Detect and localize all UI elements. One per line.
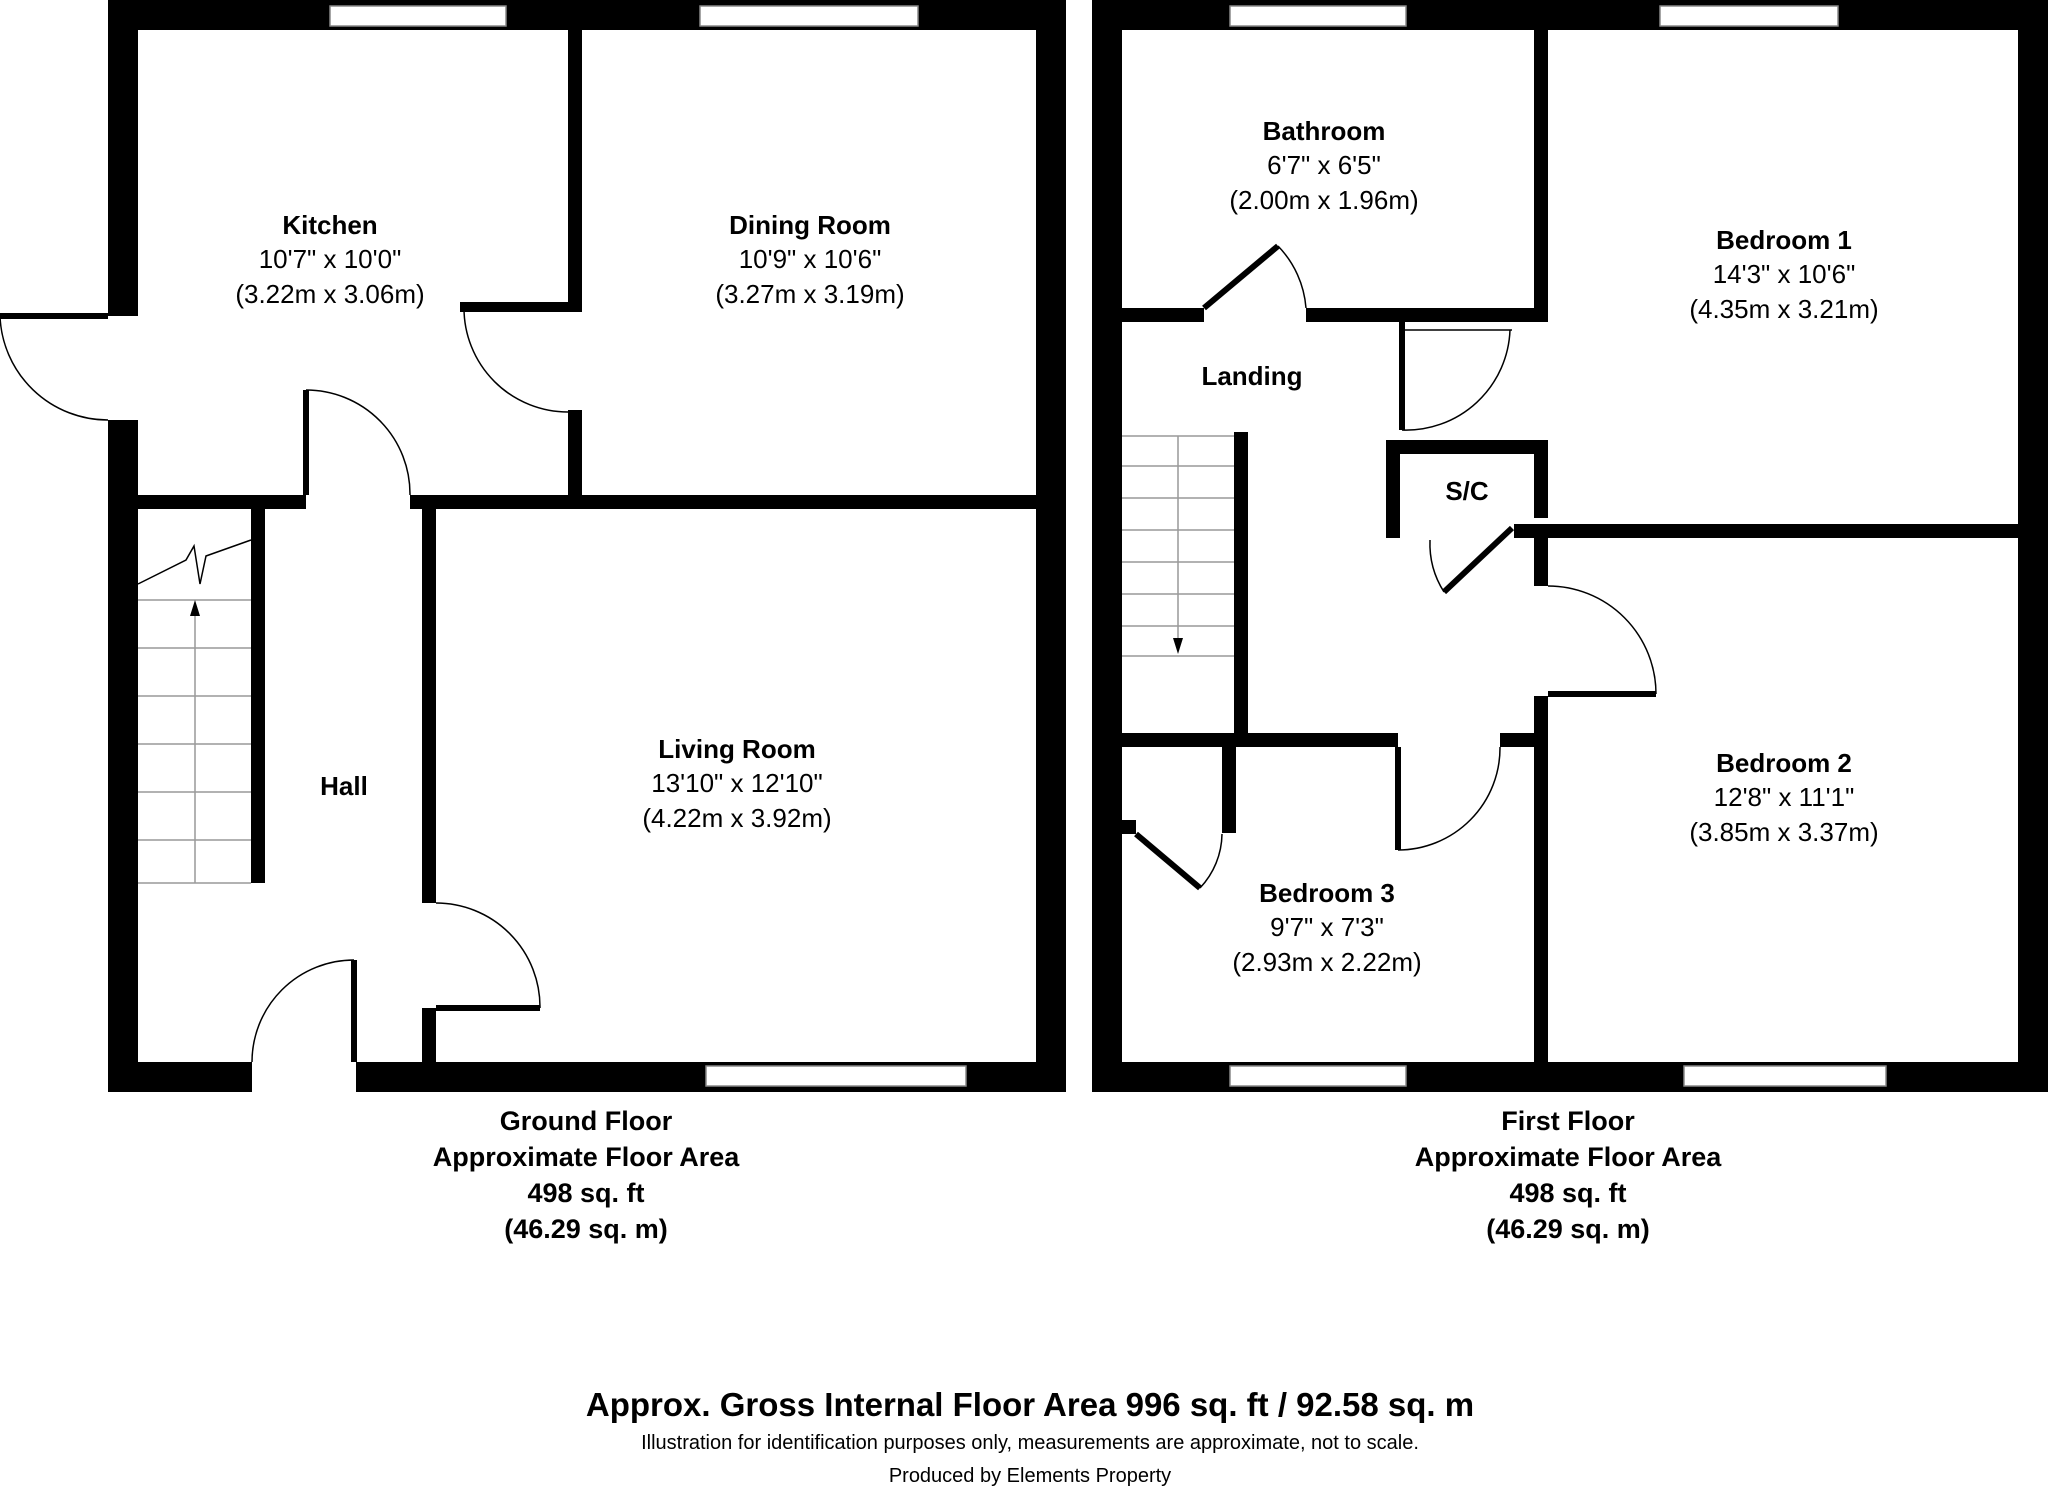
room-name: Dining Room (729, 210, 891, 240)
first-floor-stairs (1122, 435, 1234, 657)
first-floor-caption: First Floor Approximate Floor Area 498 s… (1415, 1106, 1723, 1244)
room-name: Landing (1201, 361, 1302, 391)
room-name: Bedroom 2 (1716, 748, 1852, 778)
room-dimensions-imperial: 10'7" x 10'0" (259, 244, 402, 274)
gross-floor-area: Approx. Gross Internal Floor Area 996 sq… (586, 1386, 1474, 1423)
room-name: S/C (1445, 476, 1489, 506)
disclaimer: Illustration for identification purposes… (641, 1432, 1419, 1454)
ground-floor-caption: Ground Floor Approximate Floor Area 498 … (433, 1106, 741, 1244)
room-dimensions-imperial: 6'7" x 6'5" (1267, 150, 1381, 180)
room-name: Kitchen (282, 210, 377, 240)
room-dimensions-imperial: 10'9" x 10'6" (739, 244, 882, 274)
living-room-label: Living Room 13'10" x 12'10" (4.22m x 3.9… (642, 734, 831, 833)
room-dimensions-imperial: 9'7" x 7'3" (1270, 912, 1384, 942)
room-name: Hall (320, 771, 368, 801)
hall-label: Hall (320, 771, 368, 801)
landing-label: Landing (1201, 361, 1302, 391)
first-floor-doors (1134, 243, 1657, 891)
room-name: Living Room (658, 734, 815, 764)
room-name: Bathroom (1263, 116, 1386, 146)
floor-subtitle: Approximate Floor Area (1415, 1142, 1723, 1172)
floor-area-imperial: 498 sq. ft (1509, 1178, 1626, 1208)
ground-floor-plan (0, 0, 1066, 1092)
floor-area-metric: (46.29 sq. m) (504, 1214, 668, 1244)
room-dimensions-metric: (2.93m x 2.22m) (1232, 947, 1421, 977)
floor-area-imperial: 498 sq. ft (527, 1178, 644, 1208)
room-name: Bedroom 1 (1716, 225, 1852, 255)
room-dimensions-metric: (4.22m x 3.92m) (642, 803, 831, 833)
floor-title: First Floor (1501, 1106, 1635, 1136)
kitchen-label: Kitchen 10'7" x 10'0" (3.22m x 3.06m) (235, 210, 424, 309)
first-floor-walls (1092, 0, 2048, 1092)
ground-floor-walls (108, 0, 1066, 1092)
room-dimensions-metric: (4.35m x 3.21m) (1689, 294, 1878, 324)
floor-title: Ground Floor (500, 1106, 673, 1136)
dining-room-label: Dining Room 10'9" x 10'6" (3.27m x 3.19m… (715, 210, 904, 309)
footer: Approx. Gross Internal Floor Area 996 sq… (586, 1386, 1474, 1487)
room-dimensions-metric: (3.27m x 3.19m) (715, 279, 904, 309)
store-cupboard-label: S/C (1445, 476, 1489, 506)
room-dimensions-imperial: 13'10" x 12'10" (651, 768, 823, 798)
room-dimensions-metric: (2.00m x 1.96m) (1229, 185, 1418, 215)
room-dimensions-metric: (3.85m x 3.37m) (1689, 817, 1878, 847)
bedroom-1-label: Bedroom 1 14'3" x 10'6" (4.35m x 3.21m) (1689, 225, 1878, 324)
bedroom-3-label: Bedroom 3 9'7" x 7'3" (2.93m x 2.22m) (1232, 878, 1421, 977)
ground-floor-stairs (137, 539, 252, 884)
first-floor-plan (1092, 0, 2048, 1092)
bathroom-label: Bathroom 6'7" x 6'5" (2.00m x 1.96m) (1229, 116, 1418, 215)
ground-floor-doors (0, 305, 569, 1063)
floor-subtitle: Approximate Floor Area (433, 1142, 741, 1172)
room-dimensions-imperial: 12'8" x 11'1" (1714, 782, 1855, 812)
bedroom-2-label: Bedroom 2 12'8" x 11'1" (3.85m x 3.37m) (1689, 748, 1878, 847)
ground-floor-windows (329, 5, 967, 1087)
floor-area-metric: (46.29 sq. m) (1486, 1214, 1650, 1244)
first-floor-windows (1229, 5, 1887, 1087)
producer-credit: Produced by Elements Property (889, 1465, 1171, 1487)
room-dimensions-imperial: 14'3" x 10'6" (1713, 259, 1856, 289)
room-dimensions-metric: (3.22m x 3.06m) (235, 279, 424, 309)
room-name: Bedroom 3 (1259, 878, 1395, 908)
